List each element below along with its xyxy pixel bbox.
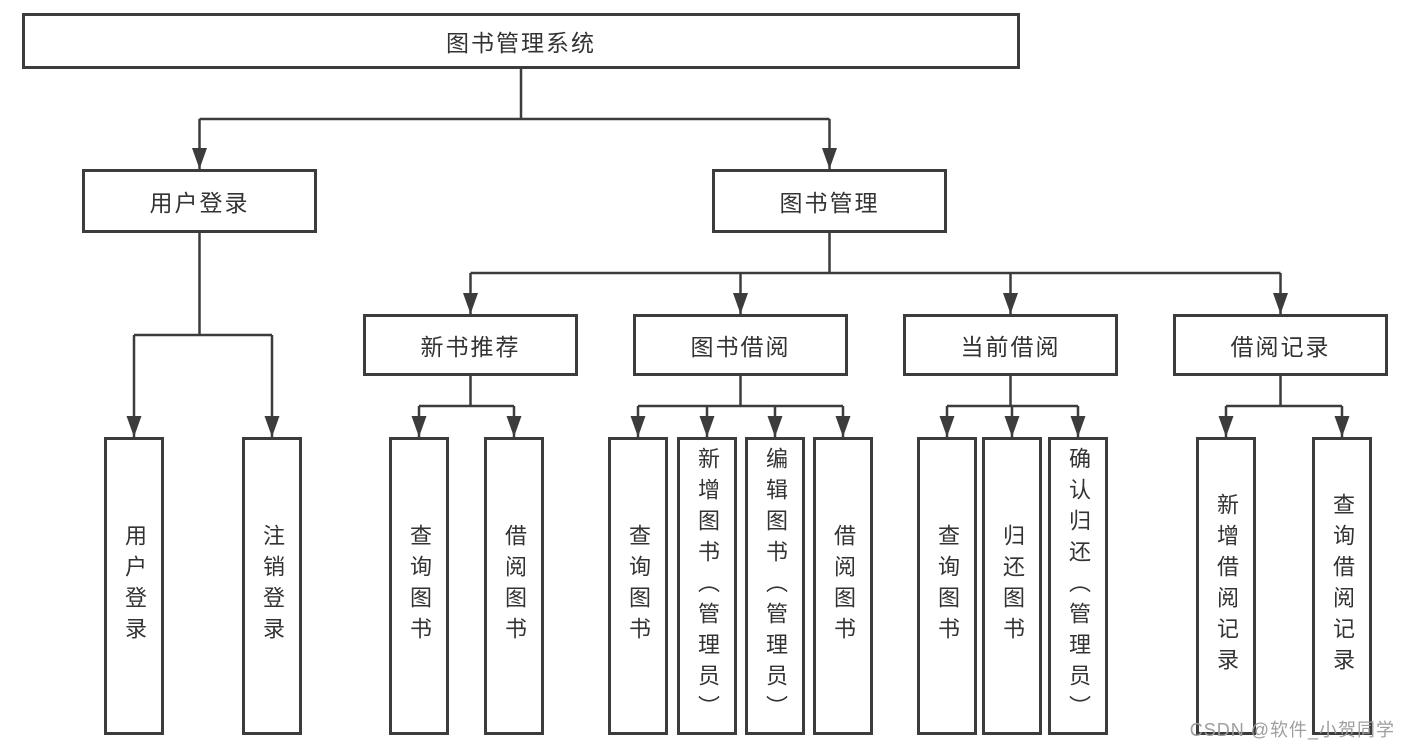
leaf-br-add-record: 新增借阅记录 <box>1196 437 1256 735</box>
leaf-bb-edit-book-admin: 编辑图书（管理员） <box>745 437 805 735</box>
connector-bookborrow-trunk <box>638 376 843 408</box>
leaf-cb-query-book: 查询图书 <box>917 437 977 735</box>
leaf-nb-query-book: 查询图书 <box>389 437 449 735</box>
leaf-nb-borrow-book: 借阅图书 <box>484 437 544 735</box>
connector-newbook-trunk <box>419 376 514 408</box>
leaf-bb-query-book: 查询图书 <box>608 437 668 735</box>
leaf-user-login: 用户登录 <box>104 437 164 735</box>
leaf-cb-return-book: 归还图书 <box>982 437 1042 735</box>
node-book-manage: 图书管理 <box>712 169 947 233</box>
node-book-borrow: 图书借阅 <box>633 314 848 376</box>
connector-currentborrow-trunk <box>947 376 1078 408</box>
node-borrow-record: 借阅记录 <box>1173 314 1388 376</box>
connector-login-trunk <box>134 233 272 337</box>
leaf-br-query-record: 查询借阅记录 <box>1312 437 1372 735</box>
csdn-watermark: CSDN @软件_小贺同学 <box>1189 720 1395 740</box>
connector-root-trunk <box>199 69 830 121</box>
node-user-login: 用户登录 <box>82 169 317 233</box>
leaf-logout: 注销登录 <box>242 437 302 735</box>
leaf-bb-add-book-admin: 新增图书（管理员） <box>677 437 737 735</box>
node-library-system: 图书管理系统 <box>22 13 1020 69</box>
node-new-book-recommend: 新书推荐 <box>363 314 578 376</box>
node-current-borrow: 当前借阅 <box>903 314 1118 376</box>
leaf-bb-borrow-book: 借阅图书 <box>813 437 873 735</box>
connector-borrowrecord-trunk <box>1226 376 1342 408</box>
leaf-cb-confirm-return-admin: 确认归还（管理员） <box>1048 437 1108 735</box>
connector-manage-trunk <box>470 233 1281 275</box>
